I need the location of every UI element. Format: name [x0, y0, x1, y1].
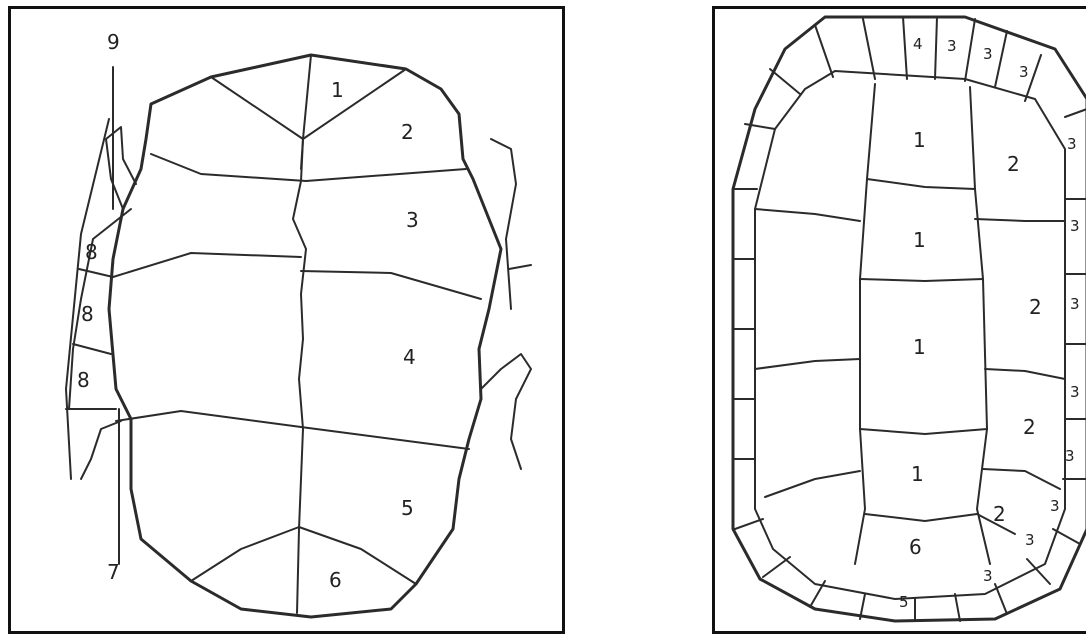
carapace-diagram-panel: 1 2 3 4 5 6 7 8 8 8 9: [8, 6, 565, 634]
central-seam: [293, 139, 306, 613]
marginal-label-3-f: 3: [1070, 295, 1080, 313]
scute-1-outline: [211, 55, 311, 139]
lateral-seam-right-2: [985, 369, 1065, 379]
lateral-seam-left-3: [765, 471, 860, 497]
scute-label-6-bottom: 6: [909, 535, 922, 559]
pointer-label-7: 7: [107, 560, 120, 584]
right-limb-tick: [509, 265, 531, 269]
central-seam-1: [867, 179, 975, 189]
seam-4-5: [116, 411, 469, 449]
scute-label-4-top: 4: [913, 35, 923, 53]
lateral-label-2-b: 2: [1029, 295, 1042, 319]
right-limb-lower: [481, 354, 531, 469]
scute-label-4: 4: [403, 345, 416, 369]
central-label-1-b: 1: [913, 228, 926, 252]
lateral-seam-left-1: [755, 209, 860, 221]
marginal-label-3-d: 3: [1067, 135, 1077, 153]
carapace-diagram: 1 2 3 4 5 6 7 8 8 8 9: [11, 9, 562, 631]
lateral-label-2-d: 2: [993, 502, 1006, 526]
marginal-label-3-e: 3: [1070, 217, 1080, 235]
lateral-label-2-a: 2: [1007, 152, 1020, 176]
lateral-seam-right-3: [983, 469, 1060, 489]
central-column-left: [855, 84, 875, 564]
scute-label-5: 5: [401, 496, 414, 520]
scute-label-5-bottom: 5: [899, 593, 909, 611]
marginal-label-3-c: 3: [1019, 63, 1029, 81]
plastron-diagram: 4 3 3 3 3 3 3 3 3 3 3 3 5 1 1 1 1 2 2 2 …: [715, 9, 1086, 631]
seam-3-4-right: [301, 271, 481, 299]
central-column-right: [970, 87, 990, 564]
carapace-outline: [109, 55, 501, 617]
scute-label-2: 2: [401, 120, 414, 144]
pointer-label-9: 9: [107, 30, 120, 54]
seam-5-6-left: [191, 527, 299, 581]
seam-3-4: [113, 253, 301, 277]
central-label-1-a: 1: [913, 128, 926, 152]
central-seam-2: [860, 279, 983, 281]
left-marginal-edge: [66, 119, 109, 479]
left-limb-upper: [106, 127, 136, 209]
marginal-label-3-j: 3: [1025, 531, 1035, 549]
marginal-label-8-top: 8: [85, 240, 98, 264]
marginal-label-3-h: 3: [1065, 447, 1075, 465]
left-rear-limb: [81, 421, 121, 479]
central-label-1-c: 1: [913, 335, 926, 359]
lateral-seam-left-2: [755, 359, 860, 369]
scute-label-1: 1: [331, 78, 344, 102]
anterior-divider: [151, 154, 466, 181]
lateral-label-2-c: 2: [1023, 415, 1036, 439]
scute-label-6: 6: [329, 568, 342, 592]
central-seam-3: [860, 429, 987, 434]
scute-label-3: 3: [406, 208, 419, 232]
marginal-seam-a: [79, 269, 113, 277]
central-seam-4: [865, 514, 977, 521]
central-label-1-d: 1: [911, 462, 924, 486]
marginal-label-3-b: 3: [983, 45, 993, 63]
marginal-label-3-k: 3: [983, 567, 993, 585]
lateral-seam-right-1: [975, 219, 1065, 221]
scute-2-outline: [301, 69, 406, 169]
plastron-diagram-panel: 4 3 3 3 3 3 3 3 3 3 3 3 5 1 1 1 1 2 2 2 …: [712, 6, 1086, 634]
marginal-label-3-g: 3: [1070, 383, 1080, 401]
marginal-label-8-mid: 8: [81, 302, 94, 326]
seam-5-6-right: [299, 527, 416, 584]
marginal-label-8-bottom: 8: [77, 368, 90, 392]
marginal-seam-b: [73, 344, 111, 354]
marginal-label-3-i: 3: [1050, 497, 1060, 515]
marginal-label-3-a: 3: [947, 37, 957, 55]
